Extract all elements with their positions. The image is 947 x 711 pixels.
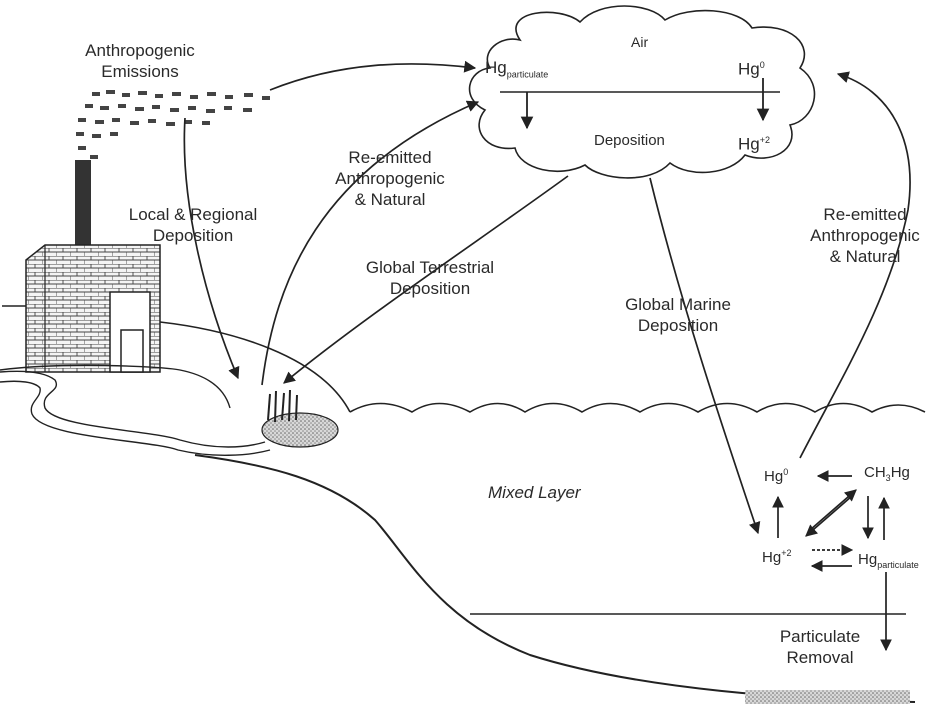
ch3hg-suffix: Hg <box>890 464 910 481</box>
hg2-water-superscript: +2 <box>781 548 792 558</box>
label-mixed-layer: Mixed Layer <box>488 483 581 502</box>
label-air: Air <box>631 34 649 50</box>
land-hill <box>159 321 351 413</box>
arrow-reemitted-left <box>261 100 480 386</box>
label-anthropogenic-emissions: Anthropogenic Emissions <box>85 41 195 81</box>
label-ch3hg: CH3Hg <box>864 462 910 489</box>
hg-particulate-air-symbol: Hg <box>485 58 507 77</box>
arrow-reemitted-right <box>799 71 911 459</box>
label-global-marine-deposition: Global Marine Deposition <box>625 295 731 335</box>
smoke-plume <box>76 90 270 159</box>
hg2-air-superscript: +2 <box>759 135 770 145</box>
chimney <box>75 160 91 260</box>
label-global-terrestrial-deposition: Global Terrestrial Deposition <box>365 258 495 298</box>
label-local-regional-deposition: Local & Regional Deposition <box>128 205 258 245</box>
wetland-reeds <box>261 389 339 448</box>
label-deposition: Deposition <box>594 132 665 149</box>
arrow-ch3hg-to-hg2 <box>805 495 853 537</box>
hg-particulate-water-subscript: particulate <box>877 560 919 570</box>
label-hg2-water: Hg+2 <box>762 543 791 568</box>
hg2-water-symbol: Hg <box>762 549 782 566</box>
label-hg0-air: Hg0 <box>738 55 765 80</box>
shoreline <box>0 364 231 409</box>
factory-building <box>2 244 161 373</box>
label-hg-particulate-water: Hgparticulate <box>858 549 919 576</box>
water-surface <box>349 402 926 413</box>
arrow-emissions-to-air <box>269 60 477 91</box>
ch3hg-subscript: 3 <box>885 473 891 483</box>
label-hg-particulate-air: Hgparticulate <box>485 57 548 85</box>
hg-particulate-air-subscript: particulate <box>506 69 549 80</box>
sediment <box>745 690 910 704</box>
hg0-air-superscript: 0 <box>759 60 765 70</box>
label-reemitted-left: Re-emitted Anthropogenic & Natural <box>335 148 445 209</box>
arrow-local-deposition <box>183 117 240 380</box>
arrow-global-terrestrial <box>283 175 569 384</box>
hg2-air-symbol: Hg <box>738 134 760 154</box>
label-hg0-water: Hg0 <box>764 462 788 487</box>
hg0-air-symbol: Hg <box>738 59 760 79</box>
label-reemitted-right: Re-emitted Anthropogenic & Natural <box>810 205 920 266</box>
hg0-water-superscript: 0 <box>783 467 789 477</box>
hg-particulate-water-symbol: Hg <box>858 551 878 568</box>
label-particulate-removal: Particulate Removal <box>779 627 861 667</box>
river <box>0 370 266 448</box>
arrow-global-marine <box>649 177 761 535</box>
label-hg2-air: Hg+2 <box>738 130 770 155</box>
ch3hg-prefix: CH <box>864 464 886 481</box>
arrow-hg2-to-ch3hg <box>809 489 857 531</box>
hg0-water-symbol: Hg <box>764 468 784 485</box>
